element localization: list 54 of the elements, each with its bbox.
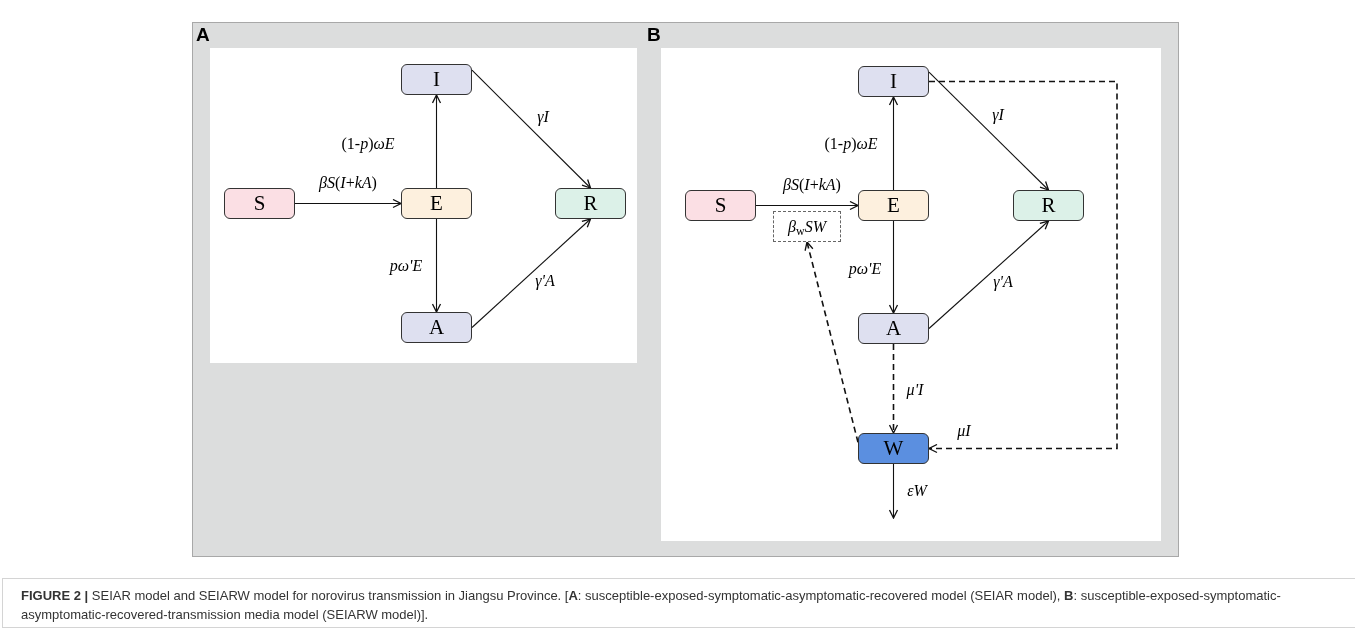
arrow	[471, 218, 592, 329]
arrow	[804, 241, 859, 444]
compartment-box	[1013, 190, 1084, 221]
edge-label: εW	[906, 483, 928, 499]
arrow	[431, 218, 442, 313]
panel-label: B	[647, 25, 661, 44]
arrow	[928, 220, 1050, 330]
edge-label: γ'A	[534, 273, 556, 289]
compartment-box	[555, 188, 626, 219]
compartment-box	[858, 66, 929, 97]
edge-label: (1-p)ωE	[823, 136, 879, 152]
node-text: W	[883, 438, 904, 459]
compartment-box	[401, 188, 472, 219]
edge-label: γ'A	[992, 274, 1014, 290]
edge-label: (1-p)ωE	[340, 136, 396, 152]
node-text: R	[583, 193, 598, 214]
edge-label: γI	[991, 107, 1005, 123]
arrow	[928, 71, 1050, 191]
arrow	[294, 198, 402, 209]
edge-label: βS(I+kA)	[318, 175, 378, 191]
node-text: A	[428, 317, 445, 338]
node-text: I	[890, 71, 897, 92]
node-text: β$_{w}$SW	[788, 218, 826, 235]
edge-label: μ'I	[905, 382, 925, 398]
compartment-box	[858, 190, 929, 221]
node-text: E	[887, 195, 900, 216]
arrow	[928, 80, 1118, 454]
compartment-box	[401, 312, 472, 343]
compartment-box	[401, 64, 472, 95]
edge-label: pω'E	[388, 258, 424, 274]
figure-caption: FIGURE 2 | SEIAR model and SEIARW model for norovirus transmission in Jiangsu Province. [A: susceptible-exposed-symptomatic-asymptomatic-recovered model (SEIAR model), B: susceptible-exposed-symptomatic-asymptomatic-recovered-transmission media model (SEIARW model)].	[21, 587, 1282, 624]
node-text: E	[430, 193, 443, 214]
edge-label: μI	[956, 423, 972, 439]
node-text: A	[885, 318, 902, 339]
term-box	[773, 211, 841, 242]
panel-label: A	[196, 25, 210, 44]
node-text: S	[253, 193, 266, 214]
edge-label: βS(I+kA)	[782, 177, 842, 193]
arrow	[755, 200, 859, 211]
compartment-box	[858, 313, 929, 344]
node-text: R	[1041, 195, 1056, 216]
compartment-box	[224, 188, 295, 219]
compartment-box	[858, 433, 929, 464]
arrow	[888, 220, 899, 314]
arrow	[471, 69, 592, 189]
compartment-box	[685, 190, 756, 221]
arrow	[888, 463, 899, 519]
edge-label: γI	[536, 109, 550, 125]
arrow	[888, 96, 899, 191]
arrow	[888, 343, 899, 434]
edge-label: pω'E	[847, 261, 883, 277]
arrow	[431, 94, 442, 189]
node-text: I	[433, 69, 440, 90]
node-text: S	[714, 195, 727, 216]
